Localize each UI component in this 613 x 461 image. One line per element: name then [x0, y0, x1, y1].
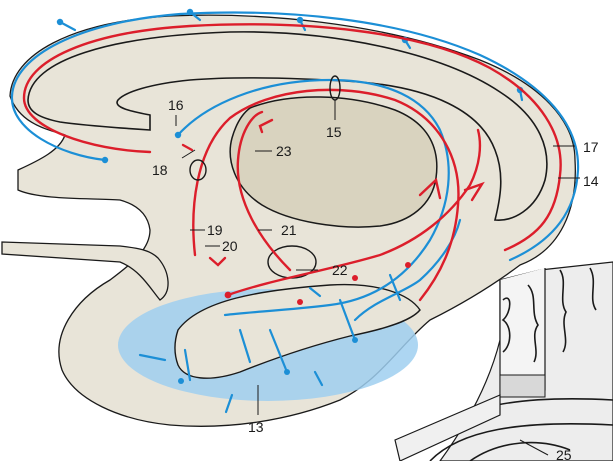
- label-21: 21: [281, 222, 297, 238]
- label-25: 25: [556, 447, 572, 461]
- fiber-terminal: [175, 132, 181, 138]
- label-22: 22: [332, 262, 348, 278]
- label-17: 17: [583, 139, 599, 155]
- label-19: 19: [207, 222, 223, 238]
- fiber-terminal: [352, 275, 358, 281]
- fiber-terminal: [405, 262, 411, 268]
- label-13: 13: [248, 419, 264, 435]
- fiber-terminal: [57, 19, 63, 25]
- label-15: 15: [326, 124, 342, 140]
- fiber-terminal: [297, 17, 303, 23]
- fiber-terminal: [297, 299, 303, 305]
- fiber-terminal: [102, 157, 108, 163]
- label-23: 23: [276, 143, 292, 159]
- label-14: 14: [583, 173, 599, 189]
- fiber-terminal: [187, 9, 193, 15]
- label-18: 18: [152, 162, 168, 178]
- label-20: 20: [222, 238, 238, 254]
- fiber-terminal: [225, 292, 232, 299]
- label-16: 16: [168, 97, 184, 113]
